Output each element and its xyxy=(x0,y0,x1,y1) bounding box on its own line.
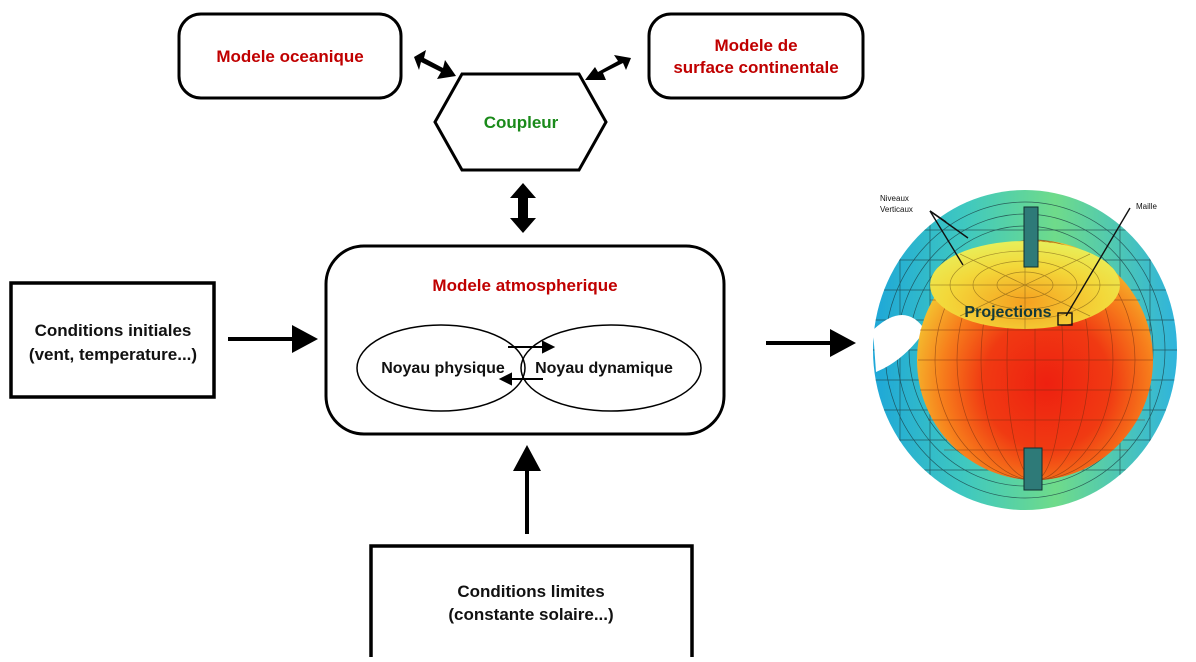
ocean-coupler-double-arrow xyxy=(414,50,456,79)
boundary-conditions-box: Conditions limites (constante solaire...… xyxy=(369,544,694,662)
globe-vertical-levels-label-line2: Verticaux xyxy=(880,205,913,214)
dynamics-core-label: Noyau dynamique xyxy=(535,360,673,377)
initial-conditions-line2: (vent, temperature...) xyxy=(29,345,197,364)
physics-core-label: Noyau physique xyxy=(381,360,505,377)
land-model-label-line1: Modele de xyxy=(714,36,797,55)
core-exchange-arrows xyxy=(498,340,556,386)
coupler-label: Coupleur xyxy=(484,113,559,132)
globe-cell-label: Maille xyxy=(1136,202,1157,211)
physics-core-ellipse xyxy=(356,324,526,412)
globe-pointer-lines xyxy=(929,207,1131,326)
globe-vertical-levels-label-line1: Niveaux xyxy=(880,194,909,203)
initial-to-atmosphere-arrow xyxy=(228,325,318,353)
atmosphere-model-title: Modele atmospherique xyxy=(432,276,617,295)
initial-conditions-line1: Conditions initiales xyxy=(35,321,192,340)
coupler-atmosphere-double-arrow xyxy=(510,183,536,233)
atmosphere-model-box: Modele atmospherique Noyau physique Noya… xyxy=(324,244,726,436)
ocean-model-box: Modele oceanique xyxy=(177,12,403,100)
boundary-to-atmosphere-arrow xyxy=(513,445,541,534)
land-model-box: Modele de surface continentale xyxy=(647,12,865,100)
globe-south-pole-column xyxy=(1023,447,1043,491)
globe-north-pole-column xyxy=(1023,206,1039,268)
land-coupler-double-arrow xyxy=(585,55,631,80)
globe-cutaway-notch xyxy=(873,315,925,372)
atmosphere-to-globe-arrow xyxy=(766,329,856,357)
boundary-conditions-line1: Conditions limites xyxy=(457,582,604,601)
boundary-conditions-line2: (constante solaire...) xyxy=(448,605,613,624)
ocean-model-label: Modele oceanique xyxy=(216,47,363,66)
dynamics-core-ellipse xyxy=(520,324,702,412)
globe-grid-illustration: Niveaux Verticaux Maille Projections xyxy=(873,190,1177,510)
land-model-label-line2: surface continentale xyxy=(673,58,838,77)
globe-projections-label: Projections xyxy=(964,304,1051,321)
coupler-hexagon: Coupleur xyxy=(433,72,608,172)
initial-conditions-box: Conditions initiales (vent, temperature.… xyxy=(9,281,216,399)
